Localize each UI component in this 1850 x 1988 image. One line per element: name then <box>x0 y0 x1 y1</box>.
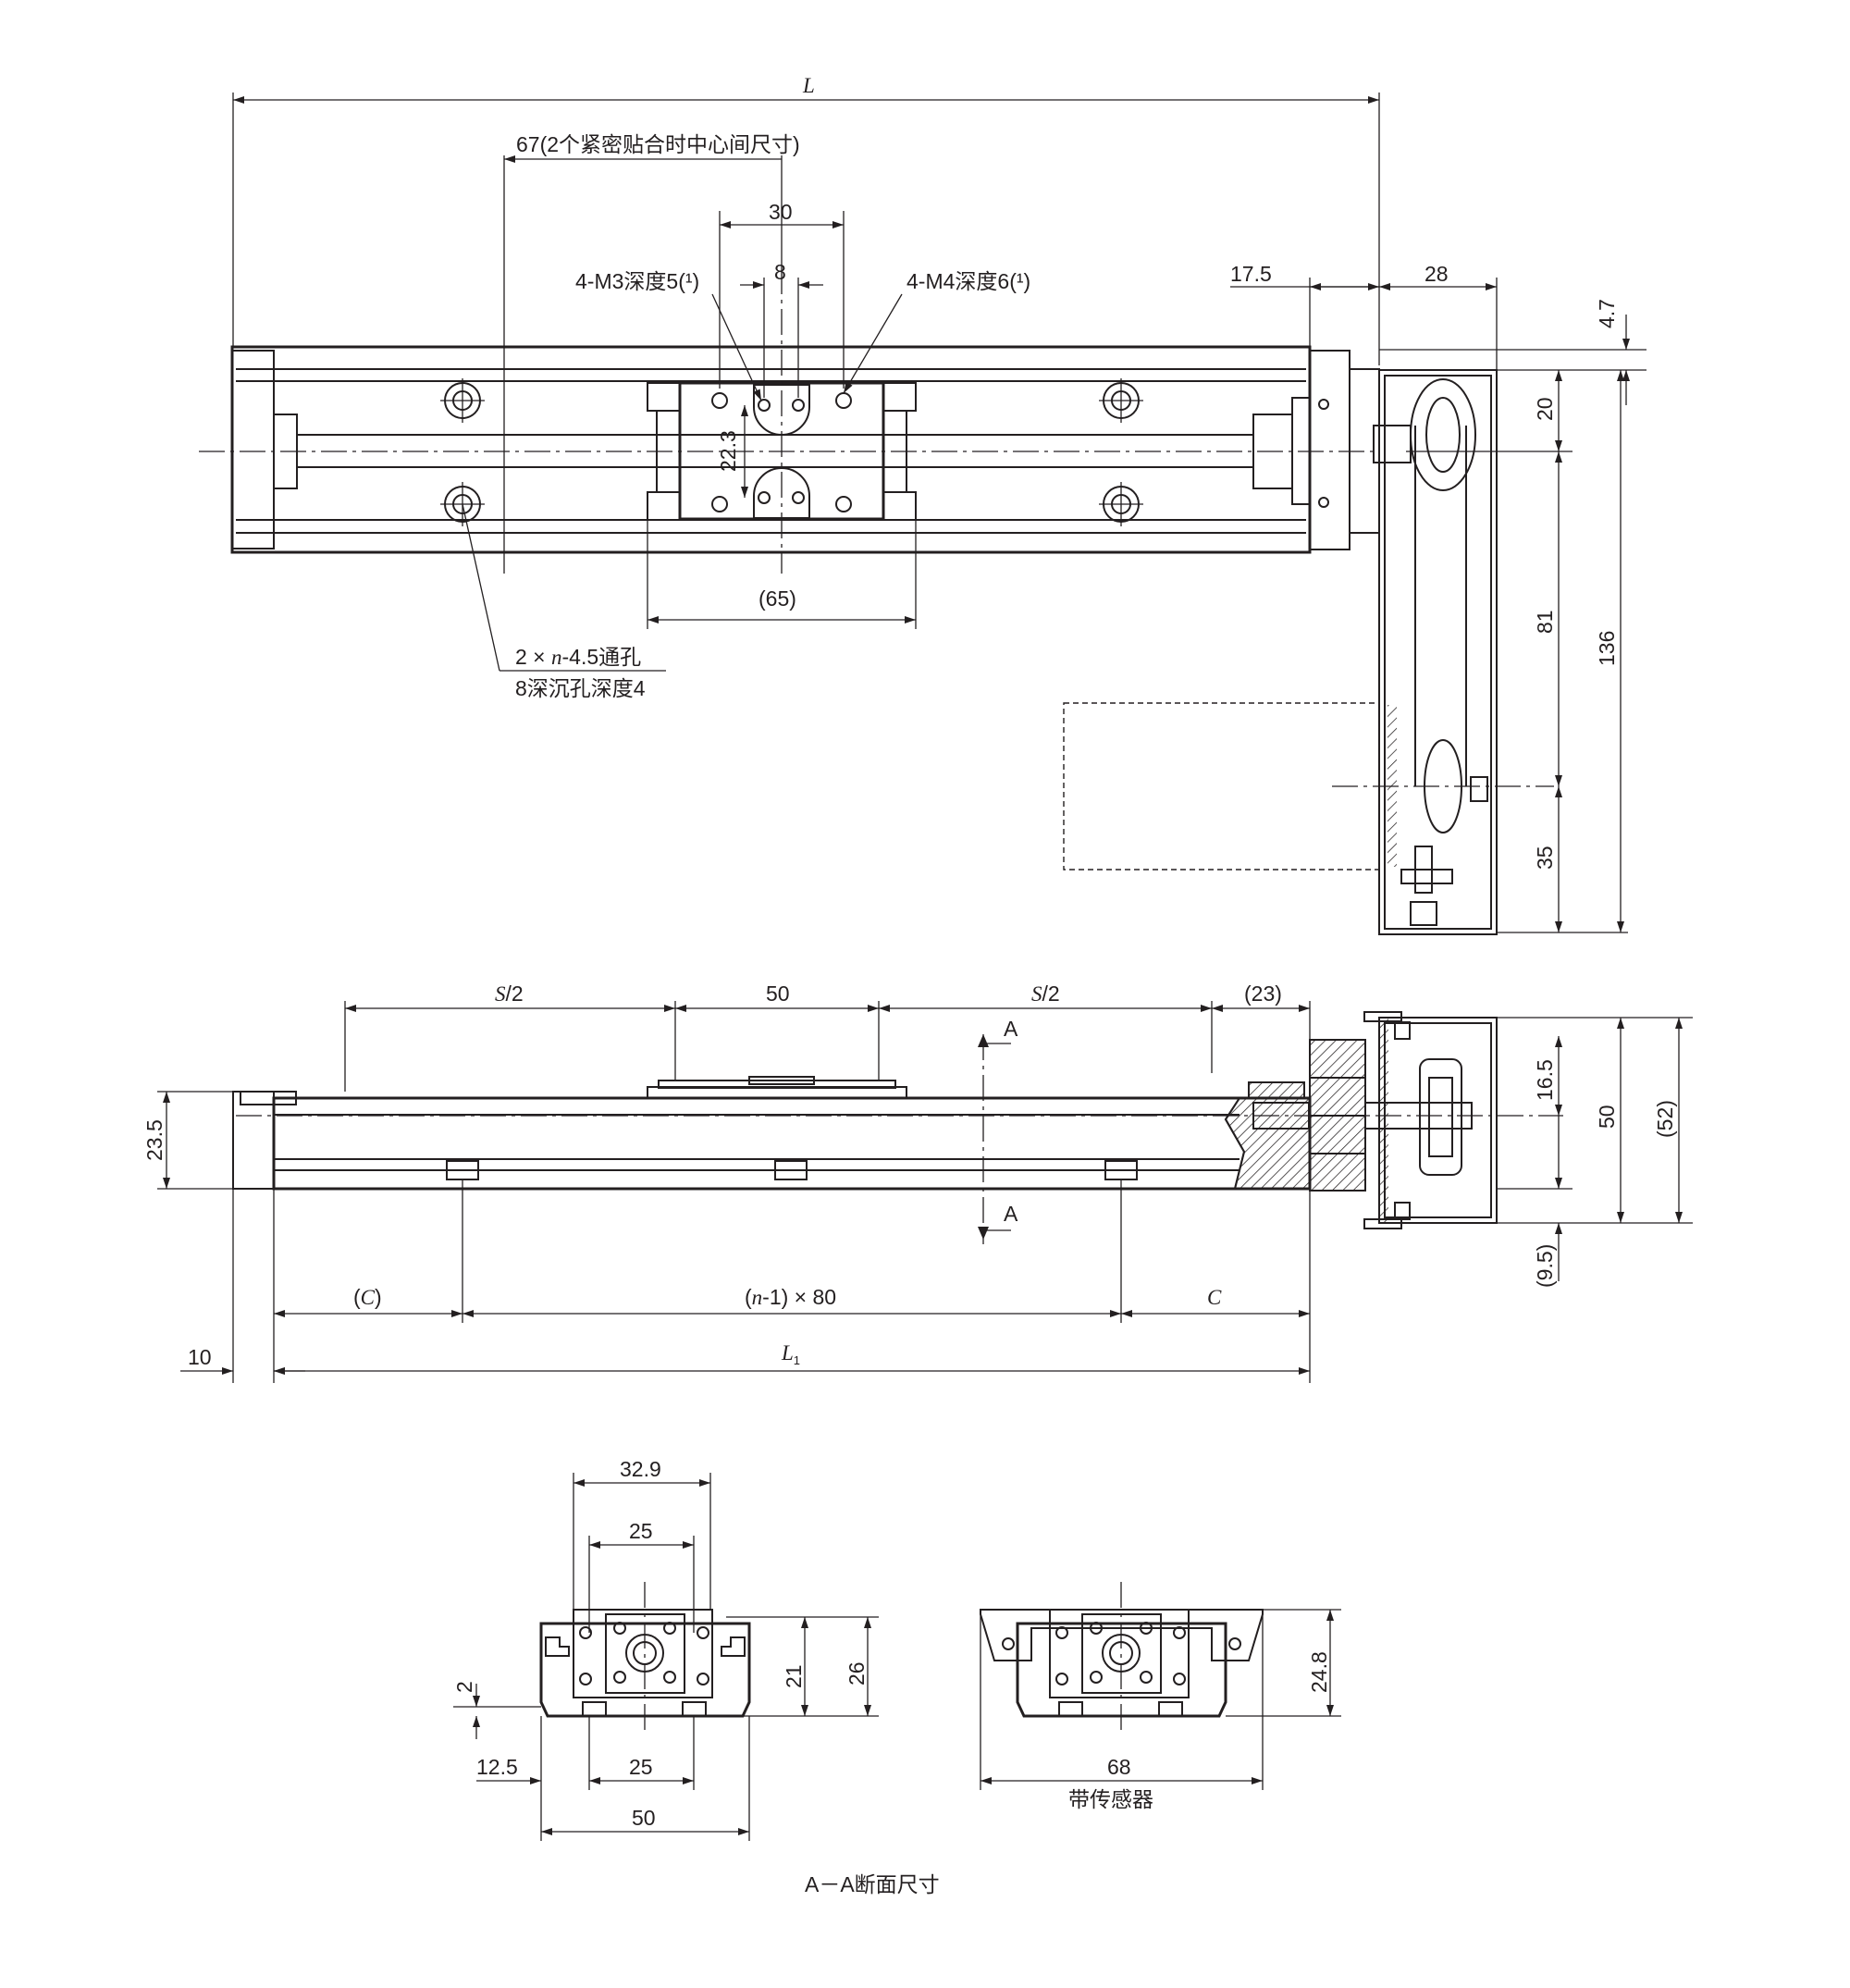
dim-50-vertical-label: 50 <box>1595 1105 1619 1129</box>
section-mark-bottom: A <box>1004 1202 1018 1226</box>
dim-L-label: L <box>802 74 815 97</box>
note-m3-label: 4-M3深度5(¹) <box>575 269 699 293</box>
counterbore-hole <box>440 378 485 423</box>
dim-10-label: 10 <box>188 1345 212 1369</box>
dim-23-label: (23) <box>1244 982 1282 1006</box>
dim-8-label: 8 <box>774 260 786 284</box>
dim-52-label: (52) <box>1653 1100 1677 1138</box>
dim-12-5-label: 12.5 <box>476 1755 518 1779</box>
section-view-labels: 32.9 25 2 21 26 12.5 25 50 24.8 68 带传感器 … <box>452 1457 1331 1896</box>
dim-68-label: 68 <box>1107 1755 1131 1779</box>
dim-67-label: 67(2个紧密贴合时中心间尺寸) <box>516 132 800 156</box>
dim-n-80-label: (n-1) × 80 <box>745 1285 836 1309</box>
dim-28-label: 28 <box>1424 262 1449 286</box>
section-caption: A－A断面尺寸 <box>805 1872 940 1896</box>
dim-50-section-label: 50 <box>632 1806 656 1830</box>
dim-21-label: 21 <box>782 1664 806 1688</box>
dim-24-8-label: 24.8 <box>1307 1651 1331 1693</box>
dim-4-7-label: 4.7 <box>1595 299 1619 328</box>
dim-22-3-label: 22.3 <box>716 430 740 472</box>
side-view-dimensions <box>157 1001 1693 1383</box>
top-view-labels: L 67(2个紧密贴合时中心间尺寸) 30 8 4-M3深度5(¹) 4-M4深… <box>515 74 1619 870</box>
side-view <box>232 1011 1563 1244</box>
counterbore-hole <box>1099 378 1143 423</box>
sensor-label: 带传感器 <box>1068 1787 1153 1811</box>
top-view-dimensions <box>232 93 1646 933</box>
dim-9-5-label: (9.5) <box>1533 1244 1557 1288</box>
side-view-labels: S/2 50 S/2 (23) A A 23.5 16.5 50 (52) (9… <box>142 982 1677 1369</box>
dim-2-label: 2 <box>452 1681 476 1693</box>
hole-note-line2: 8深沉孔深度4 <box>515 676 646 700</box>
section-view-with-sensor <box>980 1582 1264 1730</box>
dim-S2-left-label: S/2 <box>495 982 524 1006</box>
dim-23-5-label: 23.5 <box>142 1119 166 1161</box>
dim-136-label: 136 <box>1595 631 1619 666</box>
dim-32-9-label: 32.9 <box>620 1457 661 1481</box>
dim-81-label: 81 <box>1533 610 1557 634</box>
dim-C-left-label: (C) <box>353 1285 382 1309</box>
dim-65-label: (65) <box>758 587 796 611</box>
dim-50-label: 50 <box>766 982 790 1006</box>
dim-26-label: 26 <box>845 1661 869 1685</box>
dim-30-label: 30 <box>769 200 793 224</box>
counterbore-hole <box>1099 482 1143 526</box>
section-mark-top: A <box>1004 1017 1018 1041</box>
dim-35-label: 35 <box>1533 846 1557 870</box>
section-view-dimensions <box>453 1473 1341 1841</box>
dim-S2-right-label: S/2 <box>1031 982 1060 1006</box>
dim-25-top-label: 25 <box>629 1519 653 1543</box>
dim-25-bottom-label: 25 <box>629 1755 653 1779</box>
dim-C-right-label: C <box>1207 1286 1222 1309</box>
top-view <box>199 268 1554 935</box>
hole-note-line1: 2 × n-4.5通孔 <box>515 645 641 669</box>
dim-17-5-label: 17.5 <box>1230 262 1272 286</box>
note-m4-label: 4-M4深度6(¹) <box>906 269 1030 293</box>
section-view-standard <box>539 1582 751 1730</box>
dim-L1-label: L1 <box>781 1341 800 1367</box>
dim-20-label: 20 <box>1533 397 1557 421</box>
dim-16-5-label: 16.5 <box>1533 1059 1557 1101</box>
